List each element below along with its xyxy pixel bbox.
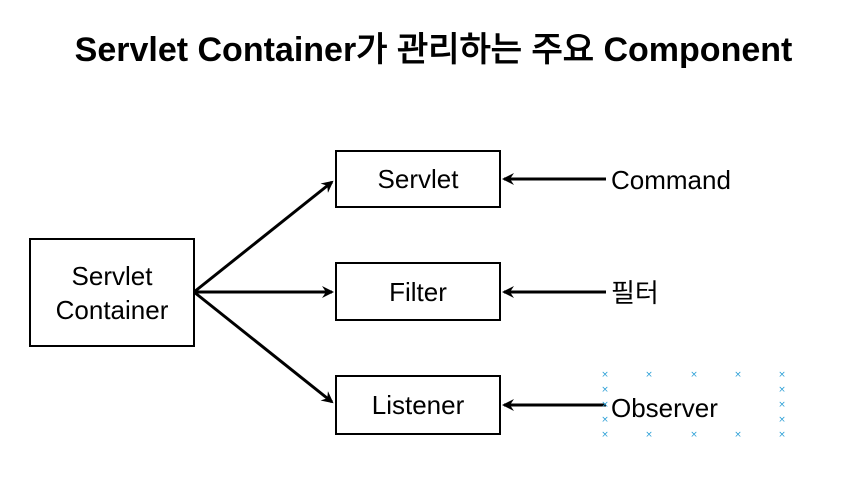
label-command[interactable]: Command [611, 165, 731, 195]
node-servlet-container-line1: Servlet [71, 260, 153, 291]
selection-handle-icon[interactable]: × [778, 370, 786, 380]
label-filter-kr[interactable]: 필터 [611, 278, 659, 308]
node-listener[interactable]: Listener [335, 375, 501, 435]
selection-handle-icon[interactable]: × [690, 370, 698, 380]
node-servlet-container-line2: Container [55, 294, 169, 325]
selection-handle-icon[interactable]: × [734, 430, 742, 440]
selection-handle-icon[interactable]: × [645, 370, 653, 380]
selection-handle-icon[interactable]: × [778, 415, 786, 425]
arrow-container-to-servlet[interactable] [193, 180, 334, 294]
selection-handle-icon[interactable]: × [601, 370, 609, 380]
selection-handle-icon[interactable]: × [601, 400, 609, 410]
node-servlet-container[interactable]: Servlet Container [29, 238, 195, 347]
node-servlet-label: Servlet [377, 164, 459, 194]
selection-handle-icon[interactable]: × [778, 400, 786, 410]
selection-handle-icon[interactable]: × [690, 430, 698, 440]
arrow-container-to-listener[interactable] [193, 290, 334, 404]
selection-handle-icon[interactable]: × [601, 430, 609, 440]
node-listener-label: Listener [371, 390, 465, 420]
selection-handle-icon[interactable]: × [778, 430, 786, 440]
node-servlet[interactable]: Servlet [335, 150, 501, 208]
selection-handle-icon[interactable]: × [601, 415, 609, 425]
selection-handle-icon[interactable]: × [645, 430, 653, 440]
node-filter[interactable]: Filter [335, 262, 501, 321]
node-filter-label: Filter [389, 276, 447, 307]
selection-handle-icon[interactable]: × [734, 370, 742, 380]
selection-handle-icon[interactable]: × [601, 385, 609, 395]
diagram-title: Servlet Container가 관리하는 주요 Component [74, 31, 793, 69]
selection-handle-icon[interactable]: × [778, 385, 786, 395]
label-observer[interactable]: Observer [611, 393, 718, 423]
